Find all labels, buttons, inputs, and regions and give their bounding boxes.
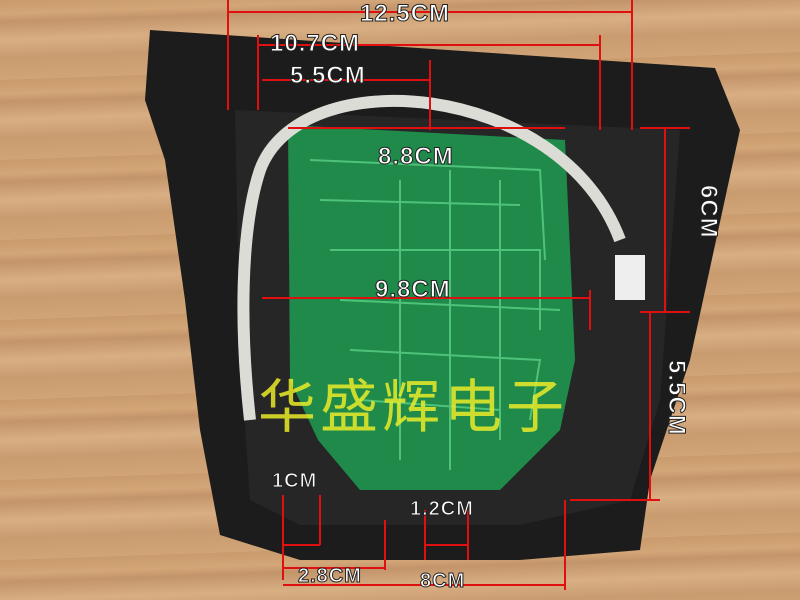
dim-bottom-left-small: 1CM <box>271 470 318 493</box>
dim-top-width: 12.5CM <box>359 0 451 28</box>
pcb-board <box>288 125 575 490</box>
dim-housing-mid-width: 9.8CM <box>375 276 451 304</box>
connector <box>615 255 645 300</box>
dim-pcb-width: 8.8CM <box>378 143 454 171</box>
watermark: 华盛辉电子 <box>258 373 569 441</box>
dim-right-height-upper: 6CM <box>695 185 723 240</box>
dim-right-height-lower: 5.5CM <box>663 360 691 437</box>
dimension-lines <box>227 0 690 590</box>
dim-bottom-span: 8CM <box>419 570 466 593</box>
dim-inner-width: 10.7CM <box>269 30 361 58</box>
cable <box>237 94 626 421</box>
dim-bottom-center-small: 1.2CM <box>410 498 474 521</box>
dim-pcb-top-hole: 5.5CM <box>290 62 366 90</box>
dim-bottom-left: 2.8CM <box>298 565 362 588</box>
pcb-traces <box>309 159 561 470</box>
